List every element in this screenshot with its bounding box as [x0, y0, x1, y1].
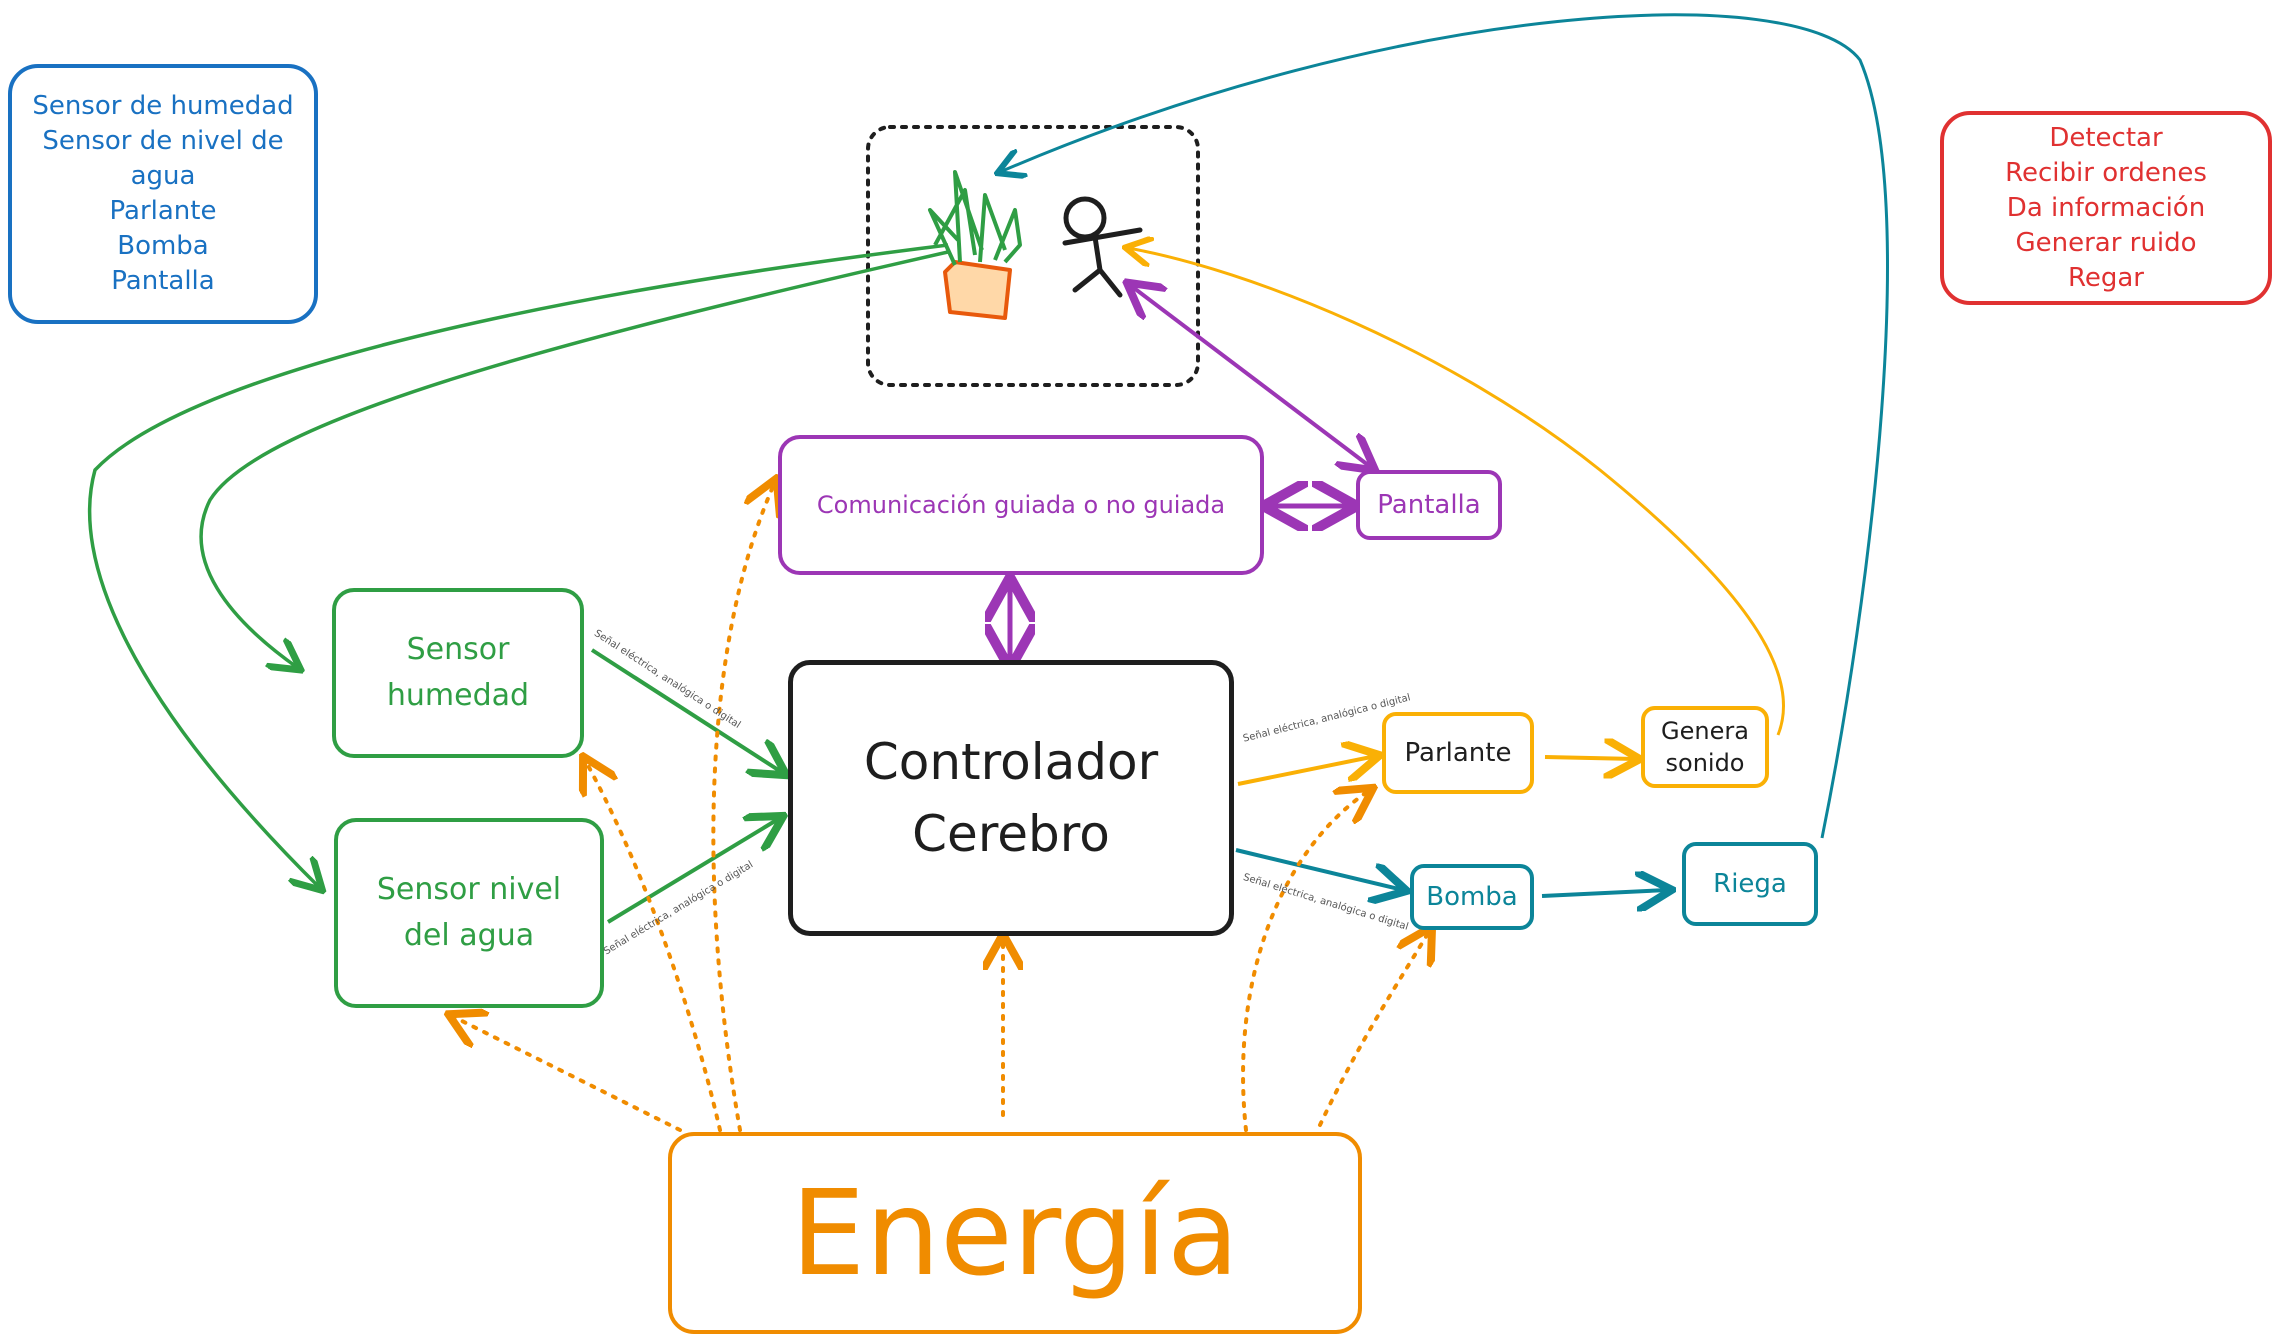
arrow-parlante-to-genera: [1544, 757, 1636, 759]
arrow-plant-to-sensor-nivel: [87, 243, 949, 888]
legend-functions: Detectar Recibir ordenes Da información …: [1946, 117, 2266, 299]
legend-components-line: Sensor de nivel de: [42, 126, 284, 156]
node-sensor-nivel[interactable]: Sensor nivel del agua: [334, 818, 604, 1008]
legend-components-line: Parlante: [109, 196, 217, 226]
arrow-controller-to-parlante: [1237, 756, 1376, 786]
legend-components: Sensor de humedad Sensor de nivel de agu…: [14, 70, 312, 318]
node-energia-label: Energía: [790, 1164, 1240, 1302]
node-parlante-label: Parlante: [1404, 738, 1512, 768]
arrow-pantalla-person: [1130, 285, 1372, 468]
legend-components-box: [8, 64, 318, 324]
node-controlador-label: Controlador: [863, 733, 1159, 791]
node-riega[interactable]: Riega: [1682, 842, 1818, 926]
energy-arrow-to-sensor-nivel: [452, 1016, 682, 1132]
node-comunicacion-label: Comunicación guiada o no guiada: [816, 491, 1226, 519]
arrow-sensor-humedad-to-controller: [590, 648, 783, 773]
scene-frame: [866, 125, 1200, 387]
arrow-plant-to-sensor-humedad: [199, 250, 949, 668]
node-genera-sonido-label: Genera: [1661, 717, 1749, 745]
energy-arrow-to-parlante: [1241, 790, 1370, 1132]
node-pantalla-label: Pantalla: [1377, 490, 1481, 520]
node-sensor-humedad-label: humedad: [386, 678, 530, 713]
plant-icon: [928, 170, 1022, 320]
node-bomba-label: Bomba: [1426, 882, 1518, 912]
legend-components-line: Sensor de humedad: [32, 91, 294, 121]
energy-arrow-to-sensor-humedad: [585, 760, 722, 1132]
legend-functions-line: Regar: [2067, 262, 2144, 293]
legend-components-line: Pantalla: [111, 266, 215, 296]
person-icon: [1062, 196, 1143, 298]
legend-functions-line: Recibir ordenes: [2005, 157, 2207, 188]
node-controlador[interactable]: Controlador Cerebro: [788, 660, 1234, 936]
node-sensor-nivel-label: del agua: [403, 918, 535, 953]
node-energia[interactable]: Energía: [668, 1132, 1362, 1334]
arrow-controller-to-bomba: [1235, 848, 1403, 890]
node-bomba[interactable]: Bomba: [1410, 864, 1534, 930]
node-sensor-nivel-label: Sensor nivel: [376, 872, 562, 907]
node-comunicacion[interactable]: Comunicación guiada o no guiada: [778, 435, 1264, 575]
legend-functions-line: Detectar: [2049, 122, 2163, 153]
arrow-bomba-to-riega: [1541, 890, 1668, 896]
legend-functions-box: [1940, 111, 2272, 305]
legend-functions-line: Da información: [2006, 192, 2206, 223]
node-sensor-humedad[interactable]: Sensor humedad: [332, 588, 584, 758]
arrow-genera-to-person: [1128, 248, 1786, 736]
arrow-riega-to-plant: [1000, 13, 1889, 839]
node-parlante[interactable]: Parlante: [1382, 712, 1534, 794]
legend-functions-line: Generar ruido: [2015, 227, 2197, 258]
energy-arrow-to-comunicacion: [711, 482, 775, 1132]
legend-components-line: Bomba: [117, 231, 209, 261]
node-genera-sonido[interactable]: Genera sonido: [1641, 706, 1769, 788]
node-pantalla[interactable]: Pantalla: [1356, 470, 1502, 540]
node-genera-sonido-label: sonido: [1665, 749, 1745, 777]
node-controlador-label: Cerebro: [912, 805, 1110, 863]
energy-arrow-to-bomba: [1318, 930, 1430, 1127]
node-sensor-humedad-label: Sensor: [406, 632, 510, 667]
legend-components-line: agua: [130, 161, 196, 191]
arrow-sensor-nivel-to-controller: [606, 818, 780, 924]
node-riega-label: Riega: [1713, 869, 1787, 899]
